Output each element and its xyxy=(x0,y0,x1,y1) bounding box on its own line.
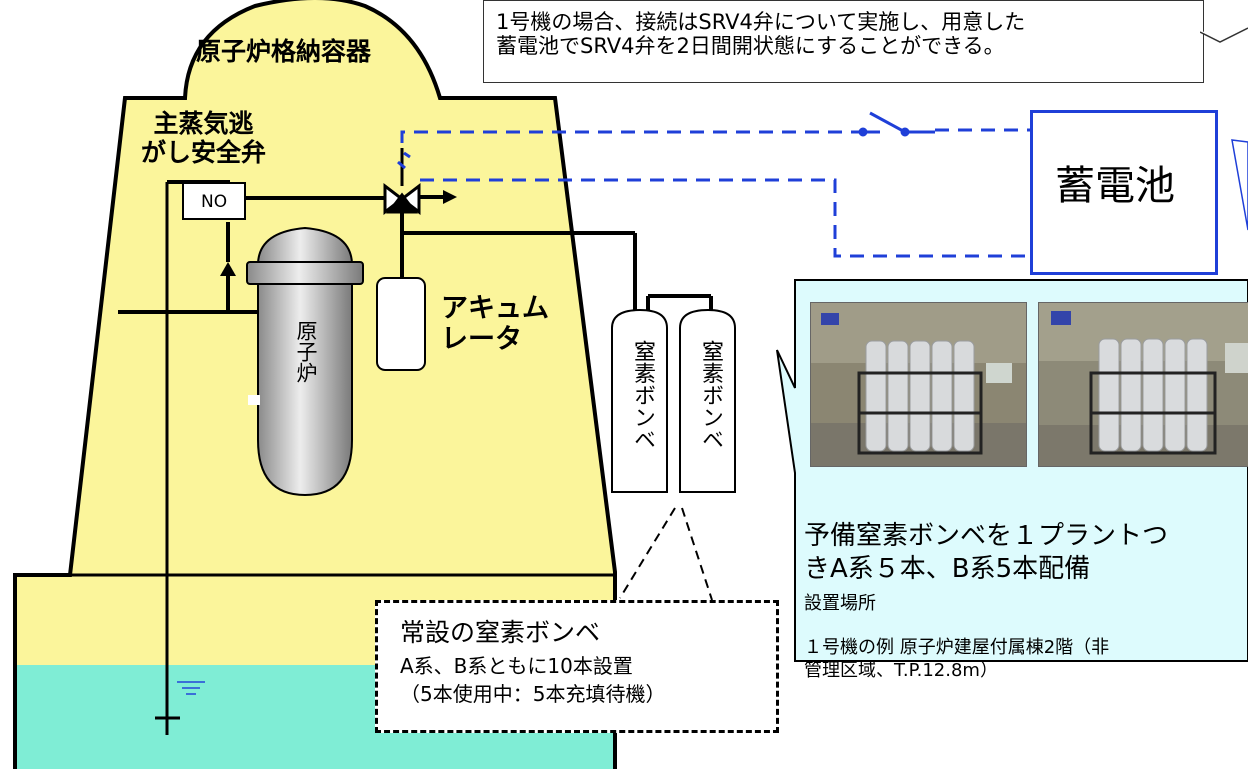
top-note-text: 1号機の場合、接続はSRV4弁について実施し、用意した 蓄電池でSRV4弁を2日… xyxy=(496,10,1026,59)
flow-arrow-icon xyxy=(443,190,457,204)
reactor-label: 原子炉 xyxy=(294,320,318,383)
accumulator-tank xyxy=(376,277,426,371)
containment-label: 原子炉格納容器 xyxy=(196,37,372,66)
nitrogen-cylinder-2-label: 窒素ボンベ xyxy=(698,340,723,450)
permanent-cylinders-title: 常設の窒素ボンベ xyxy=(400,618,601,647)
nitrogen-cylinder-1 xyxy=(611,308,668,493)
spare-cylinders-location-text: １号機の例 原子炉建屋付属棟2階（非 管理区域、T.P.12.8m） xyxy=(804,637,1110,682)
nitrogen-cylinder-2 xyxy=(679,308,736,493)
reactor-vessel xyxy=(246,226,364,497)
permanent-cylinders-line1: A系、B系ともに10本設置 xyxy=(400,654,633,678)
valve-no-box: NO xyxy=(182,182,246,220)
permanent-cylinders-line2: （5本使用中：5本充填待機） xyxy=(400,682,666,706)
spare-cylinders-headline: 予備窒素ボンベを１プラントつ きA系５本、B系5本配備 xyxy=(804,521,1169,584)
battery-box: 蓄電池 xyxy=(1030,110,1218,275)
nitrogen-cylinder-1-label: 窒素ボンベ xyxy=(630,340,655,450)
top-note-box: 1号機の場合、接続はSRV4弁について実施し、用意した 蓄電池でSRV4弁を2日… xyxy=(483,0,1204,83)
nitrogen-cylinders-photo-a xyxy=(810,302,1027,467)
battery-label: 蓄電池 xyxy=(1055,163,1175,209)
nitrogen-cylinders-photo-b xyxy=(1038,302,1248,467)
top-note-pointer xyxy=(1200,27,1248,43)
permanent-cylinders-callout: 常設の窒素ボンベ A系、B系ともに10本設置 （5本使用中：5本充填待機） xyxy=(375,600,779,733)
battery-switch-icon xyxy=(858,111,935,137)
spare-cylinders-location-label: 設置場所 xyxy=(804,593,876,614)
accumulator-label: アキュム レータ xyxy=(441,293,549,356)
msrv-label: 主蒸気逃 がし安全弁 xyxy=(141,109,267,167)
water-level-icon xyxy=(177,681,205,695)
battery-circuit xyxy=(400,128,1030,258)
valve-no-label: NO xyxy=(201,192,228,212)
valve-arrow-icon xyxy=(220,262,236,276)
